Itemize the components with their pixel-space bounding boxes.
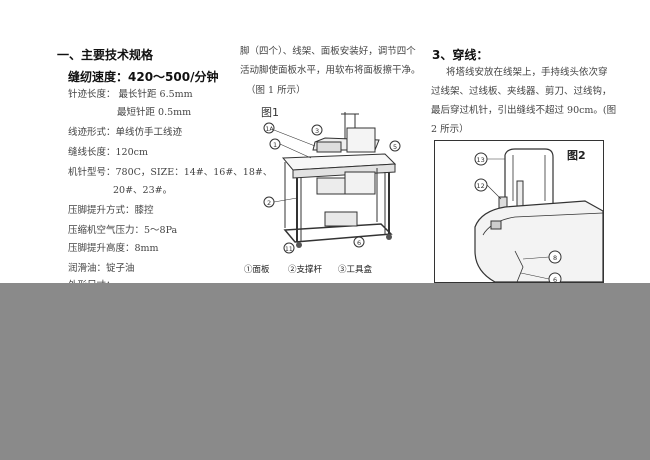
middle-text-line-1: 脚（四个）、线架、面板安装好，调节四个 <box>240 46 416 57</box>
threading-text-line-2: 过线架、过线板、夹线器、剪刀、过线钩， <box>431 86 612 97</box>
spec-lift-height: 压脚提升高度：8mm <box>68 243 159 254</box>
figure-2: 图2 13 12 8 6 <box>434 140 604 286</box>
sewing-speed: 缝纫速度：420～500/分钟 <box>68 70 219 84</box>
sewing-table-illustration: 图1 1A 1 2 3 5 6 11 <box>261 106 401 254</box>
spec-needle-sizes: 20#、23#。 <box>113 185 173 196</box>
callout-3: 3 <box>315 127 319 135</box>
section-heading-threading: 3、穿线： <box>432 48 489 62</box>
spec-stitch-min: 最短针距 0.5mm <box>117 107 192 118</box>
callout-12: 12 <box>477 182 485 190</box>
threading-text-line-3: 最后穿过机针，引出缝线不超过 90cm。(图 <box>431 105 617 116</box>
callout-5: 5 <box>393 143 397 151</box>
section-heading-specs: 一、主要技术规格 <box>57 48 154 62</box>
callout-11: 11 <box>285 246 293 253</box>
figure-1: 图1 1A 1 2 3 5 6 11 <box>255 102 405 258</box>
spec-lubricant: 润滑油：锭子油 <box>68 263 135 274</box>
callout-2: 2 <box>267 199 271 207</box>
callout-1: 1 <box>273 141 277 149</box>
threading-illustration: 图2 13 12 8 6 <box>474 148 604 286</box>
spec-foot-lift: 压脚提升方式：膝控 <box>68 205 154 216</box>
callout-13: 13 <box>477 156 485 164</box>
caption-support-rod: ②支撑杆 <box>288 265 323 275</box>
threading-text-line-4: 2 所示） <box>431 124 469 135</box>
caption-panel: ①面板 <box>244 265 270 275</box>
spec-air-pressure: 压缩机空气压力：5～8Pa <box>68 225 178 236</box>
spec-thread-length: 缝线长度：120cm <box>68 147 148 158</box>
callout-8: 8 <box>553 254 557 262</box>
gray-overlay-band <box>0 283 650 460</box>
spec-stitch-form: 线迹形式：单线仿手工线迹 <box>68 127 183 138</box>
middle-text-line-2: 活动脚使面板水平，用软布将面板擦干净。 <box>240 65 421 76</box>
threading-text-line-1: 将塔线安放在线架上，手持线头依次穿 <box>446 67 608 78</box>
callout-6b: 6 <box>553 276 557 282</box>
caption-tool-box: ③工具盒 <box>338 265 373 275</box>
figure-2-label: 图2 <box>567 149 586 162</box>
figure-1-label: 图1 <box>261 106 279 119</box>
spec-needle-type: 机针型号：780C，SIZE：14#、16#、18#、 <box>68 167 273 178</box>
callout-1a: 1A <box>266 126 275 133</box>
spec-stitch-length: 针迹长度： 最长针距 6.5mm <box>68 89 193 100</box>
callout-6: 6 <box>357 239 361 247</box>
middle-text-line-3: （图 1 所示） <box>246 85 306 96</box>
